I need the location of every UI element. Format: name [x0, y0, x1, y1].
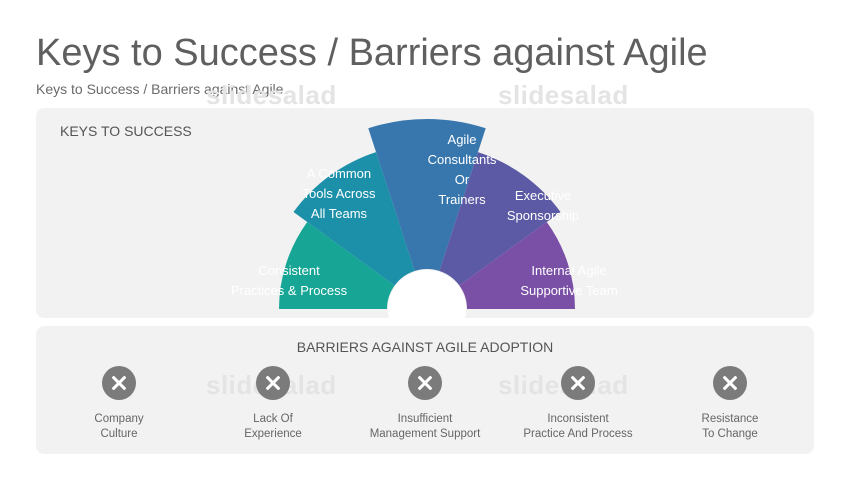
barrier-label: Insufficient Management Support: [369, 413, 481, 440]
arc-segment: [293, 152, 415, 286]
arc-segment-label: A Common Tools Across All Teams: [302, 166, 376, 221]
page-title: Keys to Success / Barriers against Agile: [36, 32, 708, 74]
arc-segment-label: Consistent Practices & Process: [230, 263, 348, 298]
keys-panel: KEYS TO SUCCESS Consistent Practices & P…: [36, 108, 814, 318]
barriers-panel: BARRIERS AGAINST AGILE ADOPTION slidesal…: [36, 326, 814, 454]
barrier-label: Lack Of Experience: [244, 413, 302, 440]
barrier-item: Insufficient Management Support: [350, 366, 500, 442]
arc-segment-label: Internal Agile Supportive Team: [520, 263, 618, 298]
arc-segment: [459, 222, 575, 309]
x-circle-icon: [713, 366, 747, 400]
barrier-label: Resistance To Change: [701, 413, 759, 440]
barrier-item: Resistance To Change: [655, 366, 805, 442]
barrier-item: Company Culture: [44, 366, 194, 442]
barriers-title: BARRIERS AGAINST AGILE ADOPTION: [296, 339, 554, 355]
arc-segment: [368, 118, 486, 271]
keys-panel-label: KEYS TO SUCCESS: [60, 123, 192, 139]
barrier-item: Lack Of Experience: [198, 366, 348, 442]
keys-arc-diagram: [279, 118, 575, 318]
x-circle-icon: [256, 366, 290, 400]
x-circle-icon: [102, 366, 136, 400]
barrier-label: Inconsistent Practice And Process: [523, 413, 633, 440]
x-circle-icon: [561, 366, 595, 400]
arc-segment-label: Agile Consultants Or Trainers: [427, 132, 497, 207]
watermark-text: slidesalad: [498, 80, 629, 110]
barrier-item: Inconsistent Practice And Process: [503, 366, 653, 442]
barrier-label: Company Culture: [94, 413, 144, 440]
arc-segment-label: Executive Sponsorship: [506, 188, 580, 223]
arc-center-cutout: [388, 270, 466, 318]
arc-segment: [279, 222, 395, 309]
page-subtitle: Keys to Success / Barriers against Agile: [36, 81, 284, 97]
arc-segment: [439, 152, 561, 286]
x-circle-icon: [408, 366, 442, 400]
